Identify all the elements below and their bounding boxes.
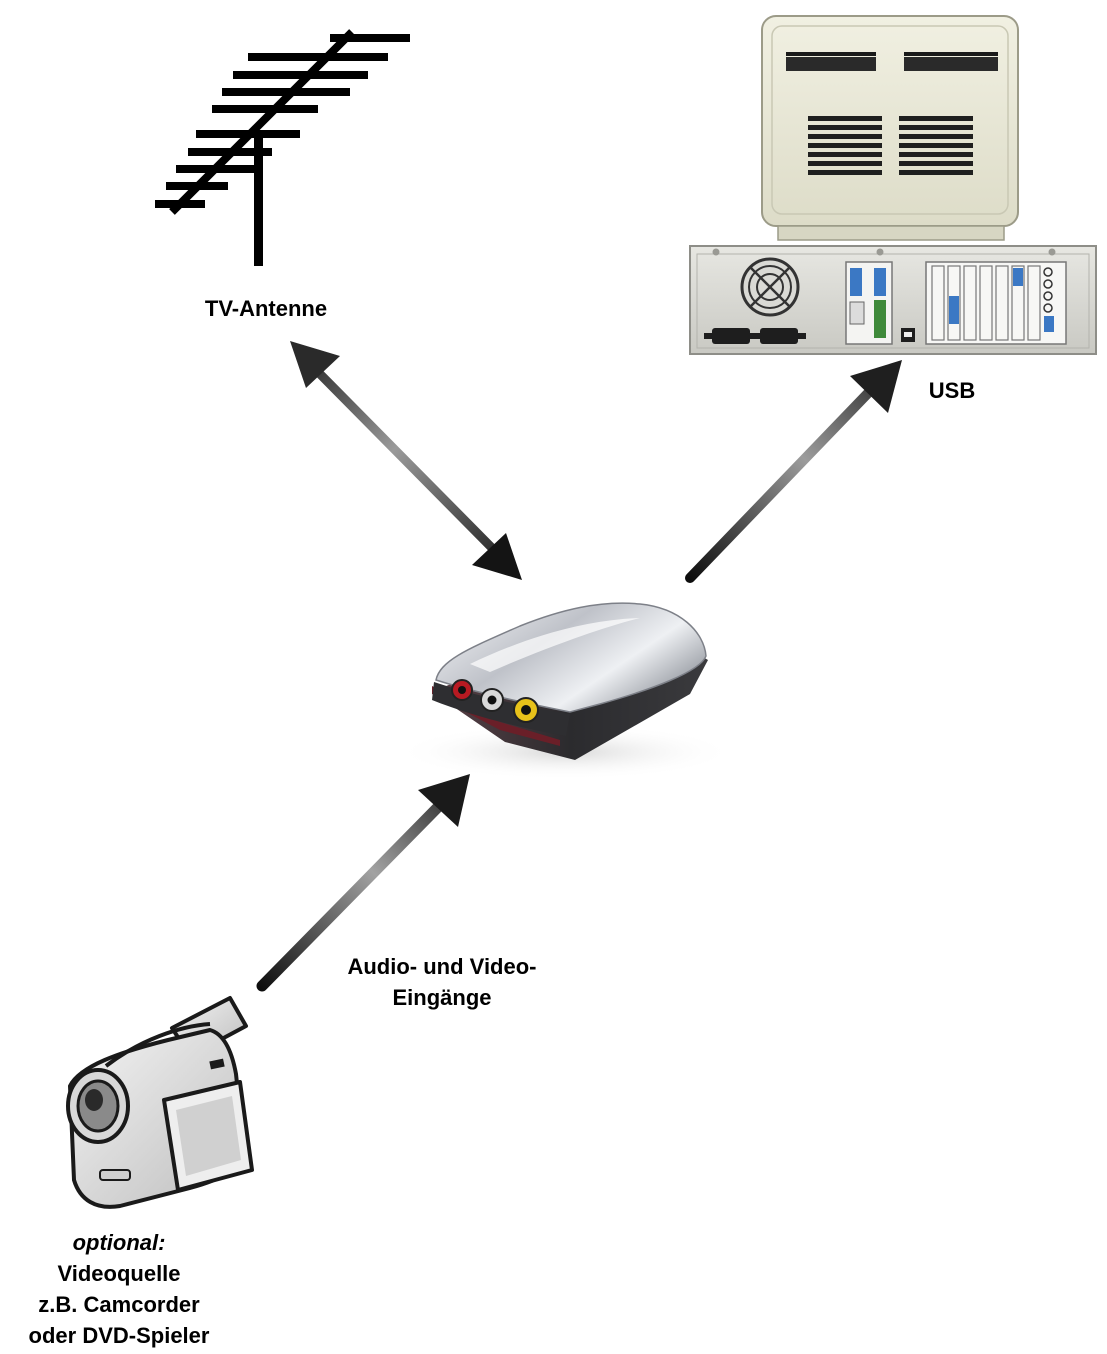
antenna-box-arrow bbox=[290, 341, 522, 580]
tv-antenna-label-text: TV-Antenne bbox=[204, 296, 328, 321]
video-source-line2: Videoquelle bbox=[57, 1261, 181, 1286]
usb-label: USB bbox=[912, 375, 992, 406]
expansion-slots bbox=[931, 265, 1041, 341]
video-source-label: optional: Videoquelle z.B. Camcorder ode… bbox=[0, 1227, 238, 1351]
video-source-line3: z.B. Camcorder bbox=[38, 1292, 200, 1317]
av-inputs-label-line1: Audio- und Video- bbox=[347, 954, 537, 979]
av-inputs-label-line2: Eingänge bbox=[392, 985, 492, 1010]
usb-arrow bbox=[685, 360, 902, 583]
usb-tv-box-icon bbox=[395, 602, 735, 780]
tv-antenna-icon bbox=[155, 29, 410, 266]
video-source-line4: oder DVD-Spieler bbox=[28, 1323, 210, 1348]
usb-label-text: USB bbox=[928, 378, 976, 403]
monitor-vents bbox=[786, 52, 998, 71]
power-connectors bbox=[704, 328, 806, 344]
psu-fan bbox=[740, 257, 800, 317]
av-inputs-label: Audio- und Video- Eingänge bbox=[318, 951, 566, 1013]
tv-antenna-label: TV-Antenne bbox=[186, 293, 346, 324]
desktop-computer-icon bbox=[689, 15, 1097, 355]
rca-jacks bbox=[451, 679, 539, 723]
camcorder-icon bbox=[66, 996, 254, 1209]
monitor-grille bbox=[808, 116, 973, 175]
video-source-optional: optional: bbox=[72, 1230, 166, 1255]
av-input-arrow bbox=[256, 774, 470, 992]
